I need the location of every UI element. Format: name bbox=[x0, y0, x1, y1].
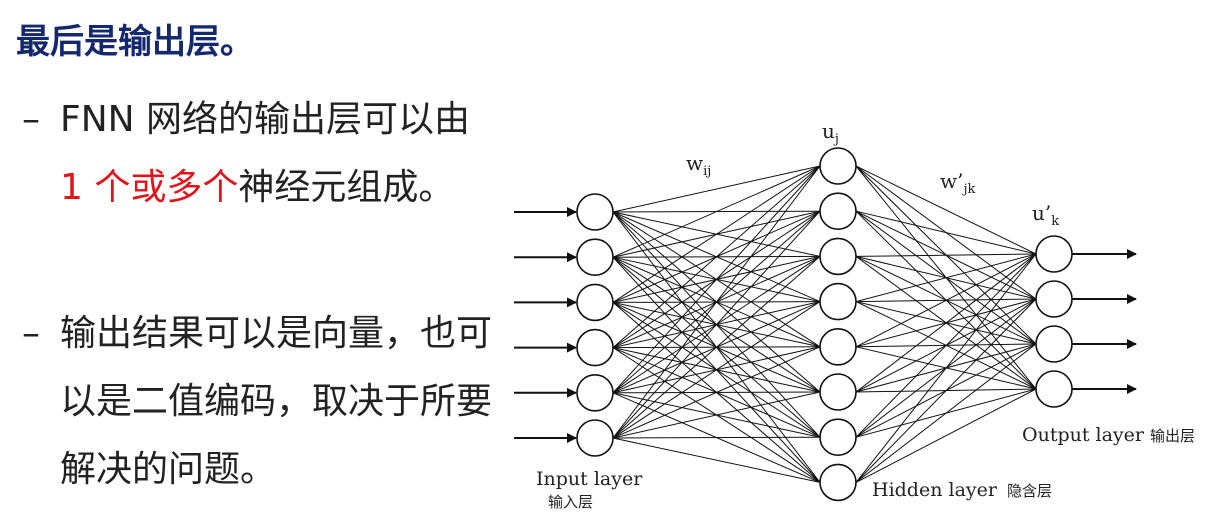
weight-label-wjk: w’jk bbox=[940, 169, 976, 197]
connection-hidden-output bbox=[855, 253, 1037, 257]
io-arrows bbox=[514, 207, 1137, 443]
weight-label-wij: wij bbox=[686, 151, 711, 179]
connection-input-hidden bbox=[612, 301, 821, 439]
bullet-text: 输出结果可以是向量，也可以是二值编码，取决于所要解决的问题。 bbox=[60, 313, 493, 490]
hidden-node bbox=[819, 463, 857, 502]
bullet-output-result: – 输出结果可以是向量，也可以是二值编码，取决于所要解决的问题。 bbox=[22, 300, 492, 504]
network-connections bbox=[612, 165, 1037, 483]
bullet-dash: – bbox=[22, 313, 40, 354]
hidden-node bbox=[819, 328, 857, 366]
connection-hidden-output bbox=[855, 388, 1037, 483]
hidden-node bbox=[819, 192, 857, 230]
input-layer-label-cn: 输入层 bbox=[548, 493, 593, 511]
bullet-highlight: 1 个或多个 bbox=[60, 167, 239, 208]
hidden-node-label-uj: uj bbox=[822, 119, 839, 147]
connection-input-hidden bbox=[612, 165, 821, 394]
bullet-text-before: FNN 网络的输出层可以由 bbox=[60, 99, 471, 140]
input-node bbox=[576, 193, 614, 231]
output-node bbox=[1035, 235, 1073, 273]
hidden-node bbox=[819, 373, 857, 411]
connection-hidden-output bbox=[855, 210, 1037, 255]
connection-input-hidden bbox=[612, 256, 821, 439]
input-node bbox=[576, 283, 614, 322]
slide-title: 最后是输出层。 bbox=[16, 22, 254, 62]
input-node bbox=[576, 419, 614, 457]
connection-input-hidden bbox=[612, 210, 821, 439]
input-node bbox=[576, 328, 614, 367]
input-node bbox=[576, 373, 614, 412]
connection-input-hidden bbox=[612, 165, 821, 348]
connection-hidden-output bbox=[855, 253, 1037, 348]
connection-hidden-output bbox=[855, 253, 1037, 393]
connection-hidden-output bbox=[855, 253, 1037, 483]
connection-input-hidden bbox=[612, 391, 821, 439]
hidden-node bbox=[819, 282, 857, 321]
output-node bbox=[1035, 325, 1073, 363]
connection-hidden-output bbox=[855, 343, 1037, 483]
output-node bbox=[1035, 280, 1073, 318]
hidden-node bbox=[819, 418, 857, 457]
network-nodes bbox=[576, 147, 1073, 502]
connection-hidden-output bbox=[855, 298, 1037, 483]
hidden-node bbox=[819, 147, 857, 185]
input-node bbox=[576, 238, 614, 276]
bullet-dash: – bbox=[22, 99, 40, 140]
connection-input-hidden bbox=[612, 346, 821, 439]
output-node bbox=[1035, 370, 1073, 408]
hidden-node bbox=[819, 237, 857, 276]
connection-input-hidden bbox=[612, 165, 821, 303]
connection-input-hidden bbox=[612, 437, 821, 483]
input-layer-label: Input layer bbox=[536, 468, 643, 490]
connection-input-hidden bbox=[612, 165, 821, 258]
bullet-output-neurons: – FNN 网络的输出层可以由 1 个或多个神经元组成。 bbox=[22, 86, 492, 222]
bullet-text: FNN 网络的输出层可以由 1 个或多个神经元组成。 bbox=[60, 86, 492, 222]
connection-hidden-output bbox=[855, 253, 1037, 303]
connection-input-hidden bbox=[612, 436, 821, 439]
connection-input-hidden bbox=[612, 165, 821, 439]
connection-hidden-output bbox=[855, 165, 1037, 255]
connection-hidden-output bbox=[855, 253, 1037, 438]
bullet-text-after: 神经元组成。 bbox=[238, 167, 455, 208]
connection-input-hidden bbox=[612, 165, 821, 213]
output-node-label-uk: u’k bbox=[1032, 201, 1059, 229]
